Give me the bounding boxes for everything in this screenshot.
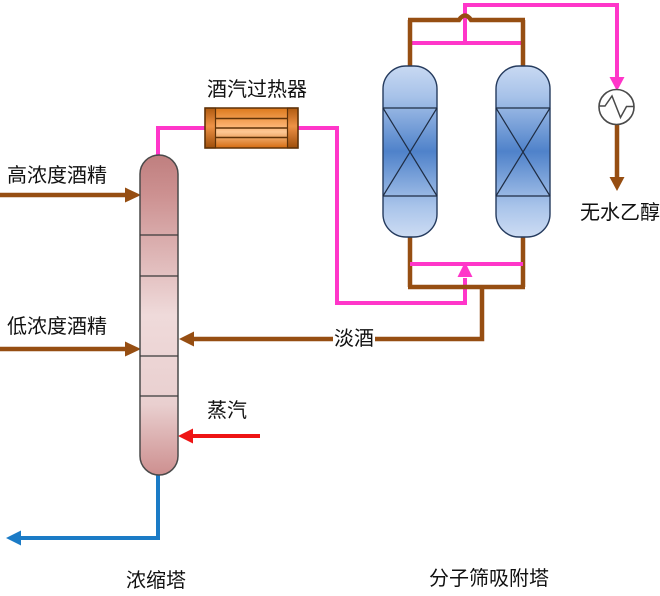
pipe-superheater-to-sieve-bottom — [298, 126, 467, 305]
molecular-sieve-tower-left — [382, 65, 438, 238]
pipe-bottoms-outlet — [20, 472, 160, 540]
exchanger-right-cap — [286, 107, 299, 149]
arrow-bottoms-outlet — [6, 530, 21, 546]
pipe-tower-to-superheater — [156, 126, 205, 160]
arrow-weak-alcohol-into-tower — [179, 331, 194, 347]
molecular-sieve-tower-label: 分子筛吸附塔 — [429, 568, 549, 590]
packing-x-section-right — [495, 107, 551, 197]
packing-x-section-left — [382, 107, 438, 197]
arrow-product-out — [609, 177, 625, 191]
low-concentration-alcohol-label: 低浓度酒精 — [7, 316, 107, 338]
condenser-symbol — [598, 88, 635, 126]
tower-section-dividers — [140, 234, 178, 397]
arrow-low-conc-feed — [125, 341, 141, 357]
molecular-sieve-tower-right — [495, 65, 551, 238]
anhydrous-ethanol-label: 无水乙醇 — [580, 202, 660, 224]
pipe-weak-alcohol-return — [192, 287, 485, 342]
exchanger-left-cap — [204, 107, 217, 149]
pipe-sieve-top-manifold-brown — [408, 13, 525, 23]
steam-label: 蒸汽 — [207, 400, 247, 422]
arrow-down-into-condenser — [609, 77, 625, 91]
arrow-up-into-sieve-manifold — [457, 262, 473, 277]
weak-alcohol-label: 淡酒 — [333, 328, 375, 350]
pipe-sieve-top-to-condenser — [463, 3, 619, 79]
concentration-tower-label: 浓缩塔 — [126, 570, 186, 592]
superheater-label: 酒汽过热器 — [207, 79, 307, 101]
arrow-steam-into-tower — [178, 428, 193, 444]
arrow-high-conc-feed — [125, 187, 141, 203]
superheater-exchanger — [204, 107, 299, 149]
high-concentration-alcohol-label: 高浓度酒精 — [7, 165, 107, 187]
concentration-tower-vessel — [139, 154, 179, 476]
condenser-zigzag-icon — [599, 94, 634, 120]
exchanger-tube-lines — [215, 117, 288, 139]
